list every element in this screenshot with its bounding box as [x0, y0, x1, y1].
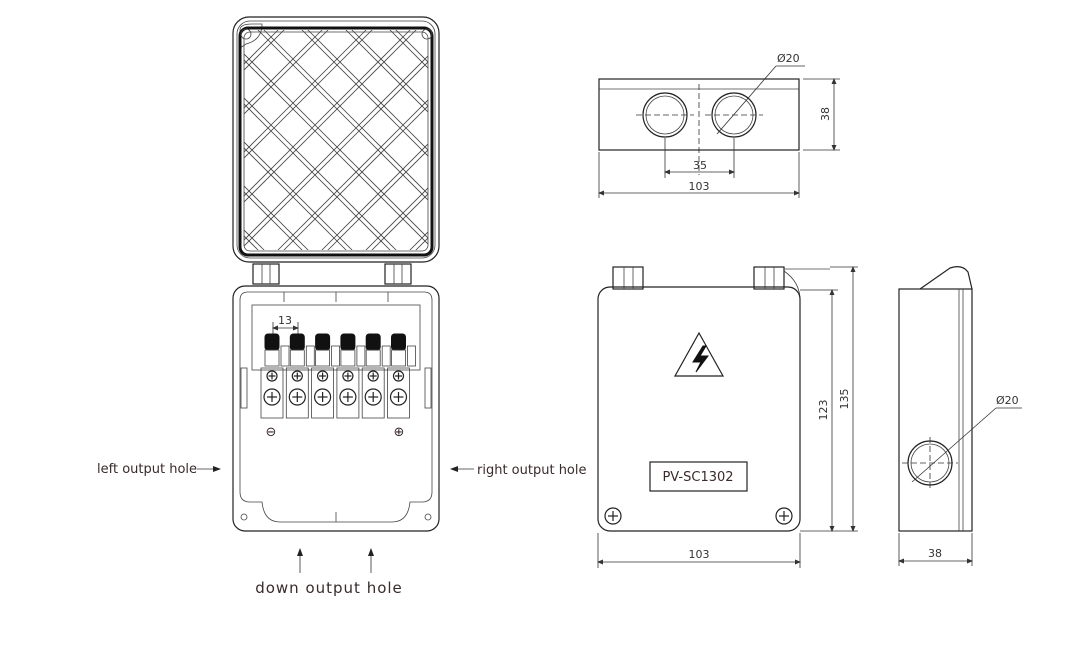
down-output-hole-label: down output hole [255, 579, 403, 597]
terminal [361, 333, 391, 419]
terminal-spacing-dimension: 13 [278, 314, 292, 327]
base: 13 ⊖ ⊕ [232, 285, 440, 532]
top-view-hole-diameter: Ø20 [777, 52, 800, 65]
front-view-outer-height-dimension: 135 [838, 389, 851, 410]
terminal-block [260, 333, 416, 419]
front-screw-right [775, 507, 793, 525]
open-box-view: 13 ⊖ ⊕ left output hole right output hol… [97, 16, 587, 597]
left-output-hole-label: left output hole [97, 462, 197, 477]
front-view-inner-height-dimension: 123 [817, 400, 830, 421]
terminal-rail [251, 304, 421, 371]
side-view: Ø20 38 [898, 266, 1022, 566]
front-screw-left [604, 507, 622, 525]
terminal [260, 333, 290, 419]
lid [232, 16, 440, 263]
top-view: Ø20 38 35 103 [598, 52, 840, 198]
top-view-height-dimension: 38 [819, 107, 832, 121]
lid-corner-screw-hole [240, 28, 252, 40]
front-view: PV-SC1302 123 135 103 [597, 266, 858, 568]
negative-terminal-symbol: ⊖ [266, 425, 277, 440]
right-output-hole-label: right output hole [477, 463, 587, 478]
lid-lattice-pattern [244, 30, 428, 250]
top-view-width-dimension: 103 [689, 180, 710, 193]
terminal [336, 333, 366, 419]
top-view-hole-spacing-dimension: 35 [693, 159, 707, 172]
terminal [387, 333, 416, 419]
high-voltage-warning-icon [673, 331, 725, 377]
terminal [285, 333, 315, 419]
side-view-hole-diameter: Ø20 [996, 394, 1019, 407]
side-view-depth-dimension: 38 [928, 547, 942, 560]
model-label: PV-SC1302 [662, 470, 733, 485]
front-view-width-dimension: 103 [689, 548, 710, 561]
terminal [311, 333, 341, 419]
hinges [252, 263, 412, 285]
lid-corner-screw-hole [421, 28, 433, 40]
model-label-plate [649, 461, 748, 492]
positive-terminal-symbol: ⊕ [394, 425, 405, 440]
